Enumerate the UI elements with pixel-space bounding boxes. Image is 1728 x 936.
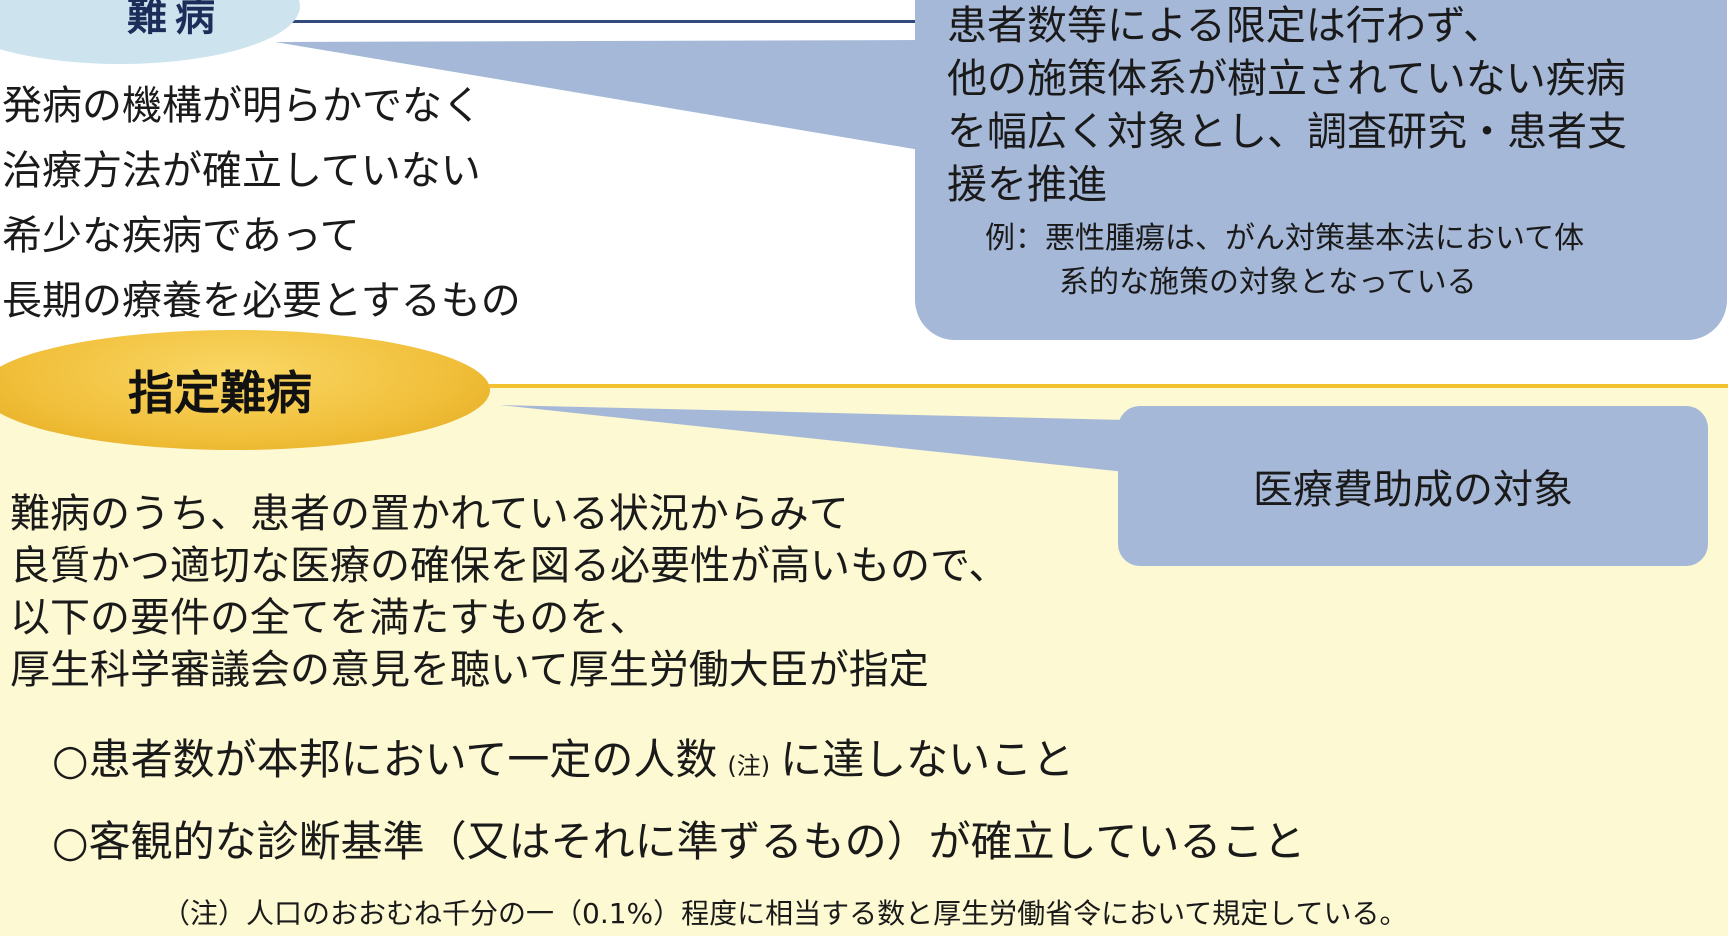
requirement-text: ○患者数が本邦において一定の人数 — [52, 735, 718, 784]
description-line: 以下の要件の全てを満たすものを、 — [10, 595, 650, 641]
nanbyo-example-note: 例：悪性腫瘍は、がん対策基本法において体 系的な施策の対象となっている — [985, 217, 1584, 305]
requirement-item-patient-count: ○患者数が本邦において一定の人数 (注) に達しないこと — [52, 726, 1074, 787]
nanbyo-criterion: 長期の療養を必要とするもの — [2, 278, 521, 324]
nanbyo-criterion: 希少な疾病であって — [2, 213, 360, 259]
description-line: 難病のうち、患者の置かれている状況からみて — [10, 491, 849, 537]
description-line: 厚生科学審議会の意見を聴いて厚生労働大臣が指定 — [10, 647, 929, 693]
nanbyo-title: 難病 — [127, 0, 223, 40]
nanbyo-callout-line: 他の施策体系が樹立されていない疾病 — [947, 56, 1626, 102]
example-line: 系的な施策の対象となっている — [1059, 265, 1477, 300]
example-line: 例：悪性腫瘍は、がん対策基本法において体 — [985, 221, 1585, 256]
requirement-text: ○客観的な診断基準（又はそれに準ずるもの）が確立していること — [52, 817, 1306, 866]
nanbyo-callout-line: を幅広く対象とし、調査研究・患者支 — [947, 109, 1627, 155]
nanbyo-callout-pointer — [275, 40, 920, 150]
footnote: （注）人口のおおむね千分の一（0.1%）程度に相当する数と厚生労働省令において規… — [162, 897, 1408, 930]
nanbyo-callout-text: 患者数等による限定は行わず、 他の施策体系が樹立されていない疾病 を幅広く対象と… — [947, 0, 1717, 212]
shitei-nanbyo-heading-pill: 指定難病 — [0, 330, 490, 450]
nanbyo-callout-line: 患者数等による限定は行わず、 — [947, 3, 1503, 49]
description-line: 良質かつ適切な医療の確保を図る必要性が高いもので、 — [10, 543, 1009, 589]
shitei-nanbyo-title: 指定難病 — [128, 366, 312, 420]
shitei-callout-pointer — [500, 405, 1125, 472]
shitei-callout-box: 医療費助成の対象 — [1118, 406, 1708, 566]
note-marker: (注) — [727, 752, 771, 780]
requirement-item-diagnostic-criteria: ○客観的な診断基準（又はそれに準ずるもの）が確立していること — [52, 808, 1305, 869]
nanbyo-criterion: 治療方法が確立していない — [2, 148, 481, 194]
nanbyo-criterion: 発病の機構が明らかでなく — [2, 83, 482, 129]
requirement-text: に達しないこと — [780, 735, 1075, 784]
nanbyo-criteria-list: 発病の機構が明らかでなく 治療方法が確立していない 希少な疾病であって 長期の療… — [2, 74, 521, 334]
nanbyo-callout-line: 援を推進 — [947, 162, 1107, 208]
shitei-divider-line — [430, 384, 1728, 388]
shitei-callout-text: 医療費助成の対象 — [1253, 467, 1573, 513]
nanbyo-callout-box: 患者数等による限定は行わず、 他の施策体系が樹立されていない疾病 を幅広く対象と… — [915, 0, 1727, 340]
shitei-description: 難病のうち、患者の置かれている状況からみて 良質かつ適切な医療の確保を図る必要性… — [10, 488, 1008, 696]
nanbyo-divider-line — [280, 20, 920, 23]
